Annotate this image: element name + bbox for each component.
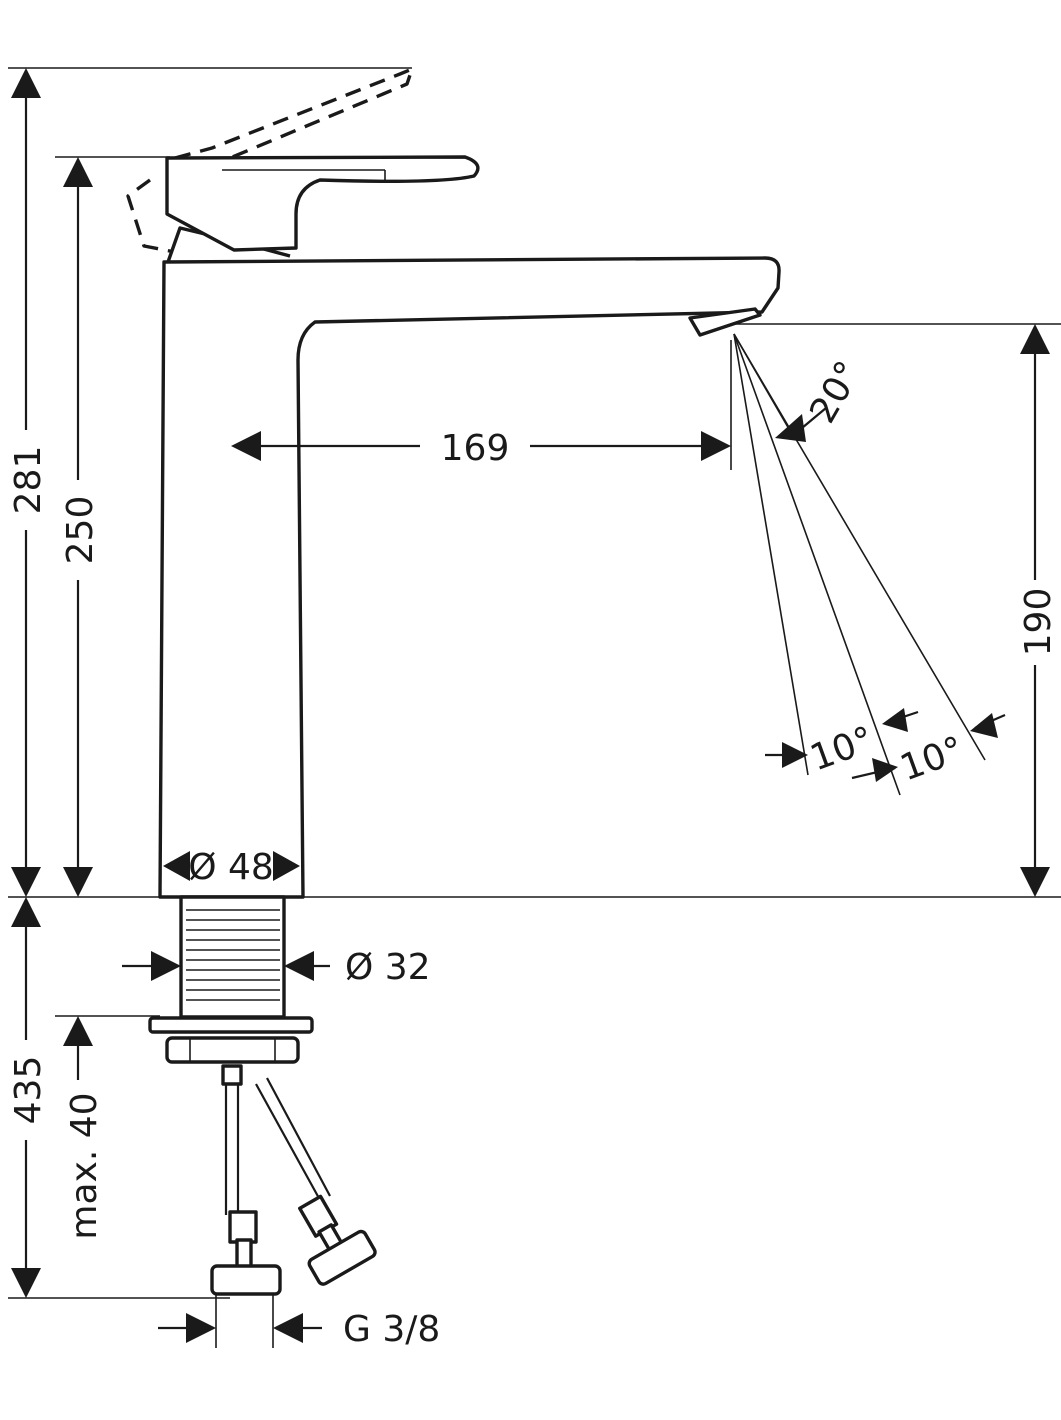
arrow-g38-left xyxy=(186,1313,216,1343)
arrow-20deg xyxy=(775,414,806,442)
arrow-d32-right xyxy=(284,951,314,981)
label-total-height: 281 xyxy=(8,446,49,515)
threaded-shank xyxy=(179,895,286,1019)
shank-threads xyxy=(186,909,280,1001)
arrow-d48-left xyxy=(163,851,190,881)
label-max-deck-thickness: max. 40 xyxy=(64,1092,105,1239)
arrow-10deg-right-b xyxy=(970,713,998,738)
label-shank-diameter: Ø 32 xyxy=(345,947,431,988)
arrow-435-top xyxy=(11,897,41,927)
arrow-10deg-right-a xyxy=(872,758,898,782)
arrow-190-top xyxy=(1020,324,1050,354)
arrow-435-bottom xyxy=(11,1268,41,1298)
water-jet-lines xyxy=(733,333,986,796)
dimension-graphics xyxy=(11,68,1050,1343)
arrow-250-top xyxy=(63,157,93,187)
label-connection-thread: G 3/8 xyxy=(343,1309,440,1350)
jet-line-mid xyxy=(733,333,794,437)
arrow-10deg-left-a xyxy=(782,742,808,768)
mounting-nut xyxy=(165,1036,300,1064)
arrow-10deg-left-b xyxy=(882,708,908,732)
arrow-d48-right xyxy=(273,851,300,881)
arrow-250-bottom xyxy=(63,867,93,897)
arrow-190-bottom xyxy=(1020,867,1050,897)
label-jet-angle-right: 10° xyxy=(895,729,969,789)
label-body-height: 250 xyxy=(60,496,101,565)
label-jet-angle-left: 10° xyxy=(805,719,879,779)
jet-line-center xyxy=(733,333,901,796)
right-hose-nut xyxy=(307,1229,377,1286)
arrow-g38-right xyxy=(273,1313,303,1343)
label-body-diameter: Ø 48 xyxy=(188,847,274,888)
arrow-169-right xyxy=(701,431,731,461)
mounting-washer xyxy=(148,1016,314,1034)
handle-raised-dashed-back xyxy=(126,178,176,254)
arrow-169-left xyxy=(231,431,261,461)
arrow-281-bottom xyxy=(11,867,41,897)
left-hose-crimp xyxy=(228,1210,258,1244)
faucet-body xyxy=(158,256,781,899)
arrow-281-top xyxy=(11,68,41,98)
label-below-deck: 435 xyxy=(8,1056,49,1125)
handle-lever xyxy=(165,155,480,252)
label-spout-reach: 169 xyxy=(441,428,510,469)
handle-raised-dashed-lever xyxy=(174,67,414,160)
rod-nut xyxy=(221,1064,243,1086)
left-hose-nut xyxy=(210,1264,282,1296)
arrow-max40-top xyxy=(63,1016,93,1046)
label-spout-height: 190 xyxy=(1018,588,1059,657)
spout-aerator xyxy=(688,307,762,337)
arrow-d32-left xyxy=(151,951,181,981)
faucet-outline xyxy=(126,67,781,1296)
jet-line-left xyxy=(733,333,809,776)
